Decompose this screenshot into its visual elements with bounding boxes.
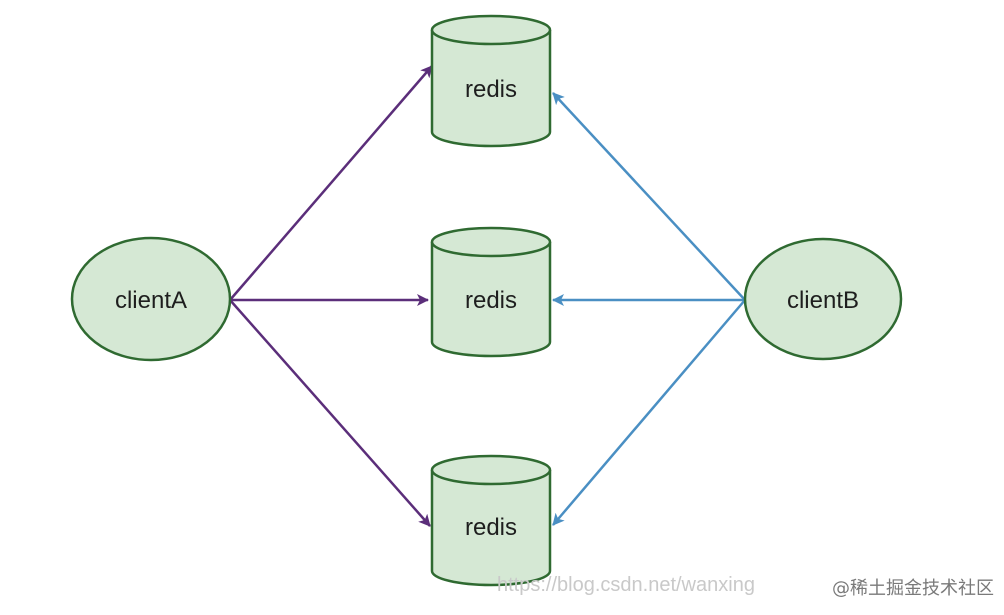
- brand-watermark: @稀土掘金技术社区: [832, 578, 994, 599]
- redis-top-label: redis: [465, 76, 517, 103]
- redis-bottom-node: redis: [430, 454, 552, 587]
- redis-middle-label: redis: [465, 287, 517, 314]
- redis-middle-node: redis: [430, 226, 552, 358]
- client-a-label: clientA: [115, 287, 187, 314]
- edge-clienta-redis-top: [229, 65, 433, 301]
- redis-top-node: redis: [430, 14, 552, 148]
- client-b-label: clientB: [787, 287, 859, 314]
- redis-bottom-label: redis: [465, 514, 517, 541]
- edge-clientb-redis-top: [552, 92, 746, 301]
- edge-clienta-redis-bottom: [229, 299, 431, 527]
- client-b-node: clientB: [743, 237, 903, 361]
- client-a-node: clientA: [70, 236, 232, 362]
- url-watermark: https://blog.csdn.net/wanxing: [497, 574, 755, 596]
- edge-clientb-redis-bottom: [552, 299, 746, 526]
